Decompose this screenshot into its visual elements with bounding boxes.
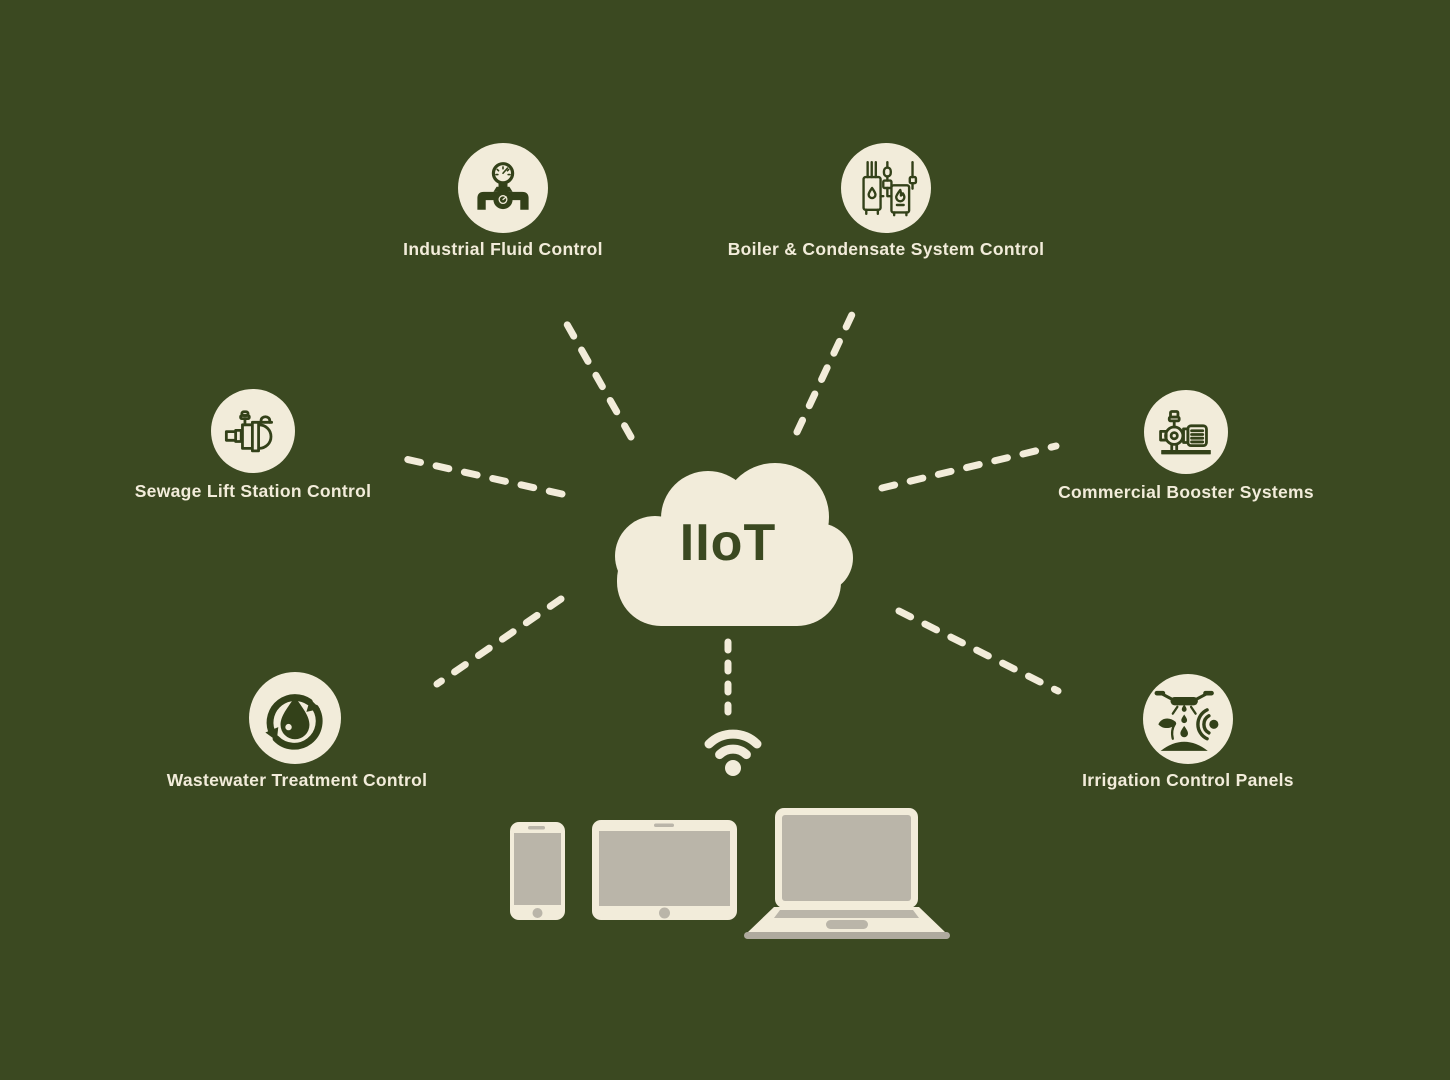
node-label-irrigation-control: Irrigation Control Panels bbox=[1082, 770, 1294, 790]
node-label-commercial-booster: Commercial Booster Systems bbox=[1058, 482, 1314, 502]
irrigation-icon bbox=[1154, 690, 1219, 751]
connector-line-left bbox=[397, 454, 566, 498]
water-recycle-icon bbox=[265, 694, 323, 750]
connector-line-top-right bbox=[793, 302, 860, 436]
devices bbox=[510, 808, 950, 939]
sewage-pump-icon bbox=[224, 410, 273, 453]
node-industrial-fluid-control bbox=[458, 143, 548, 233]
iiot-cloud-label: IIoT bbox=[679, 514, 777, 572]
smartphone-icon bbox=[510, 822, 565, 920]
node-label-boiler-condensate: Boiler & Condensate System Control bbox=[727, 239, 1045, 259]
node-boiler-condensate bbox=[841, 143, 931, 233]
wifi-icon bbox=[704, 729, 762, 776]
node-irrigation-control bbox=[1143, 674, 1233, 764]
laptop-icon bbox=[744, 808, 950, 939]
connector-line-right bbox=[878, 442, 1060, 492]
boiler-icon bbox=[862, 160, 918, 217]
node-commercial-booster bbox=[1144, 390, 1228, 474]
valve-gauge-icon bbox=[477, 162, 529, 210]
node-sewage-lift-station bbox=[211, 389, 295, 473]
connector-line-top-left bbox=[556, 308, 635, 441]
connector-line-bottom-right bbox=[895, 607, 1062, 695]
iiot-cloud bbox=[615, 463, 853, 626]
booster-pump-icon bbox=[1159, 410, 1211, 455]
node-label-wastewater-treatment: Wastewater Treatment Control bbox=[166, 770, 428, 790]
tablet-icon bbox=[592, 820, 737, 920]
node-wastewater-treatment bbox=[249, 672, 341, 764]
node-label-sewage-lift-station: Sewage Lift Station Control bbox=[134, 481, 372, 501]
connector-line-bottom-left bbox=[433, 595, 565, 688]
node-label-industrial-fluid-control: Industrial Fluid Control bbox=[403, 239, 603, 259]
